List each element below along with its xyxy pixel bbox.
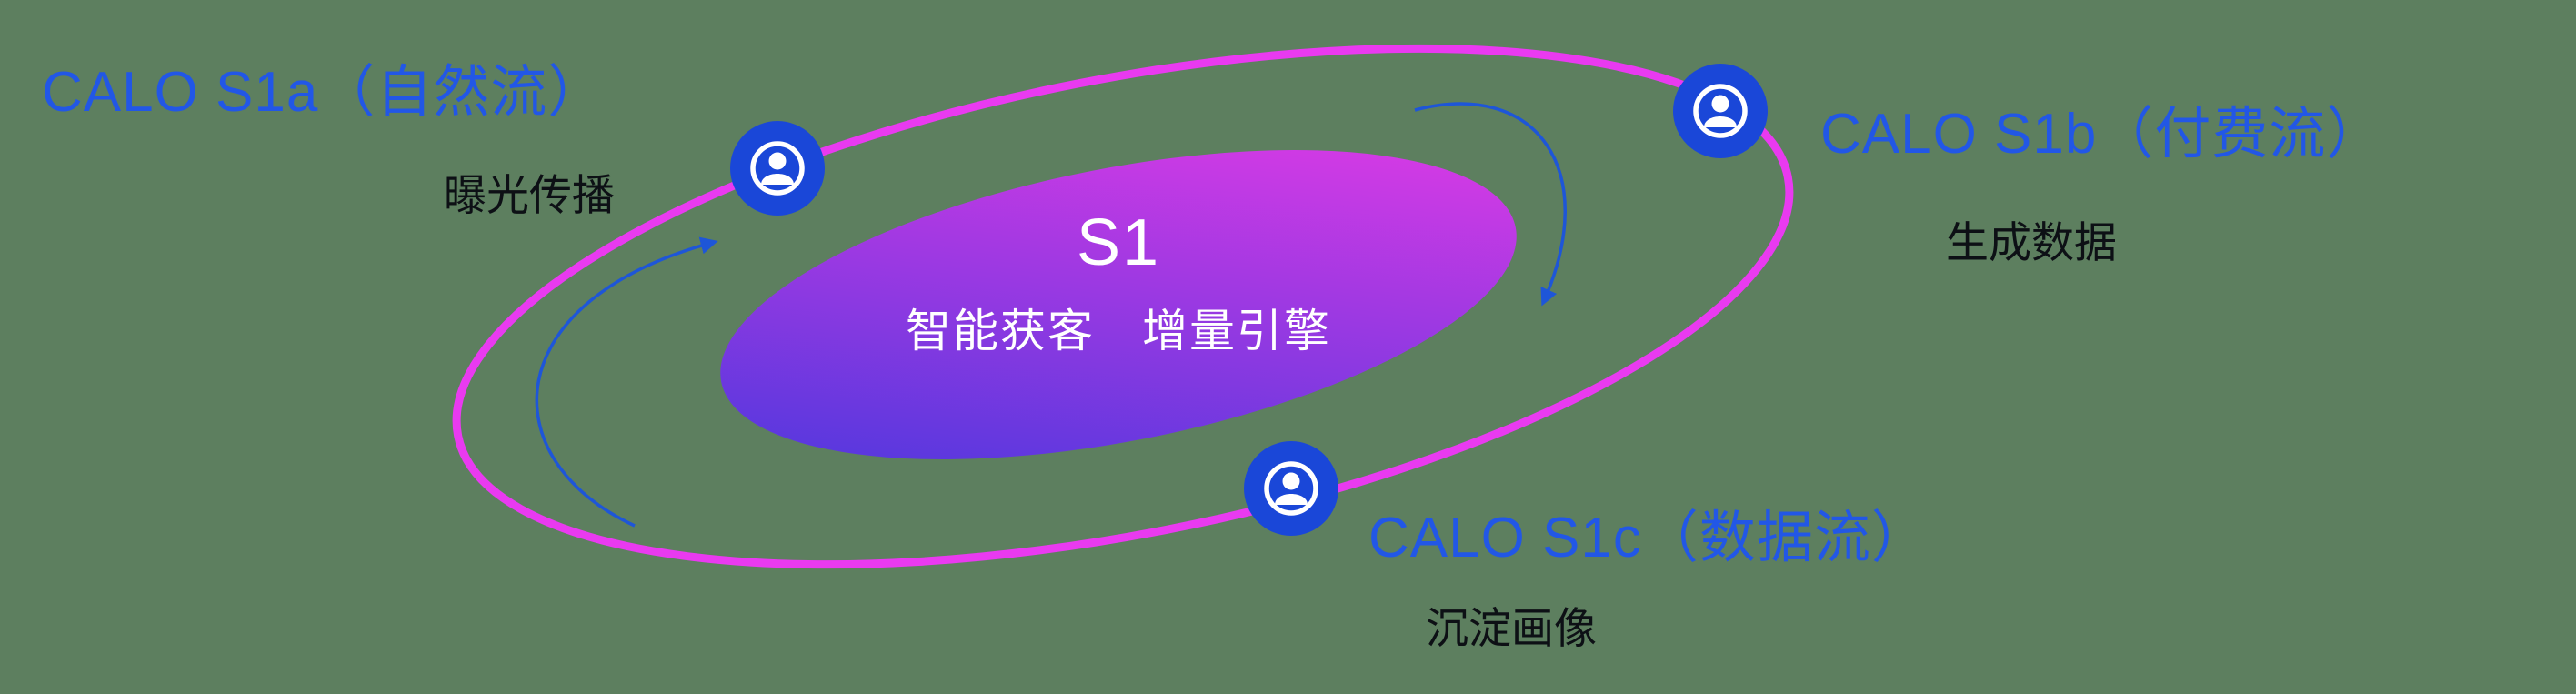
user-circle-icon (1244, 441, 1338, 536)
core-subtitle: 智能获客 增量引擎 (906, 306, 1331, 357)
label-s1a: CALO S1a（自然流） (42, 61, 606, 124)
node-s1a (730, 121, 825, 216)
user-circle-icon (730, 121, 825, 216)
label-s1b: CALO S1b（付费流） (1820, 103, 2384, 166)
orbit-ring (452, 44, 1794, 569)
subtitle-s1b: 生成数据 (1946, 218, 2117, 267)
core-text-block: S1 智能获客 增量引擎 (906, 206, 1331, 360)
core-title: S1 (1076, 206, 1161, 279)
flow-arrow-right (1414, 102, 1567, 307)
user-circle-icon (1673, 64, 1768, 158)
label-s1c: CALO S1c（数据流） (1368, 507, 1929, 569)
core-ellipse (720, 150, 1517, 459)
node-s1c (1244, 441, 1338, 536)
subtitle-s1c: 沉淀画像 (1426, 604, 1597, 652)
node-s1b (1673, 64, 1768, 158)
subtitle-s1a: 曝光传播 (444, 171, 615, 219)
flow-arrow-left (535, 236, 718, 528)
